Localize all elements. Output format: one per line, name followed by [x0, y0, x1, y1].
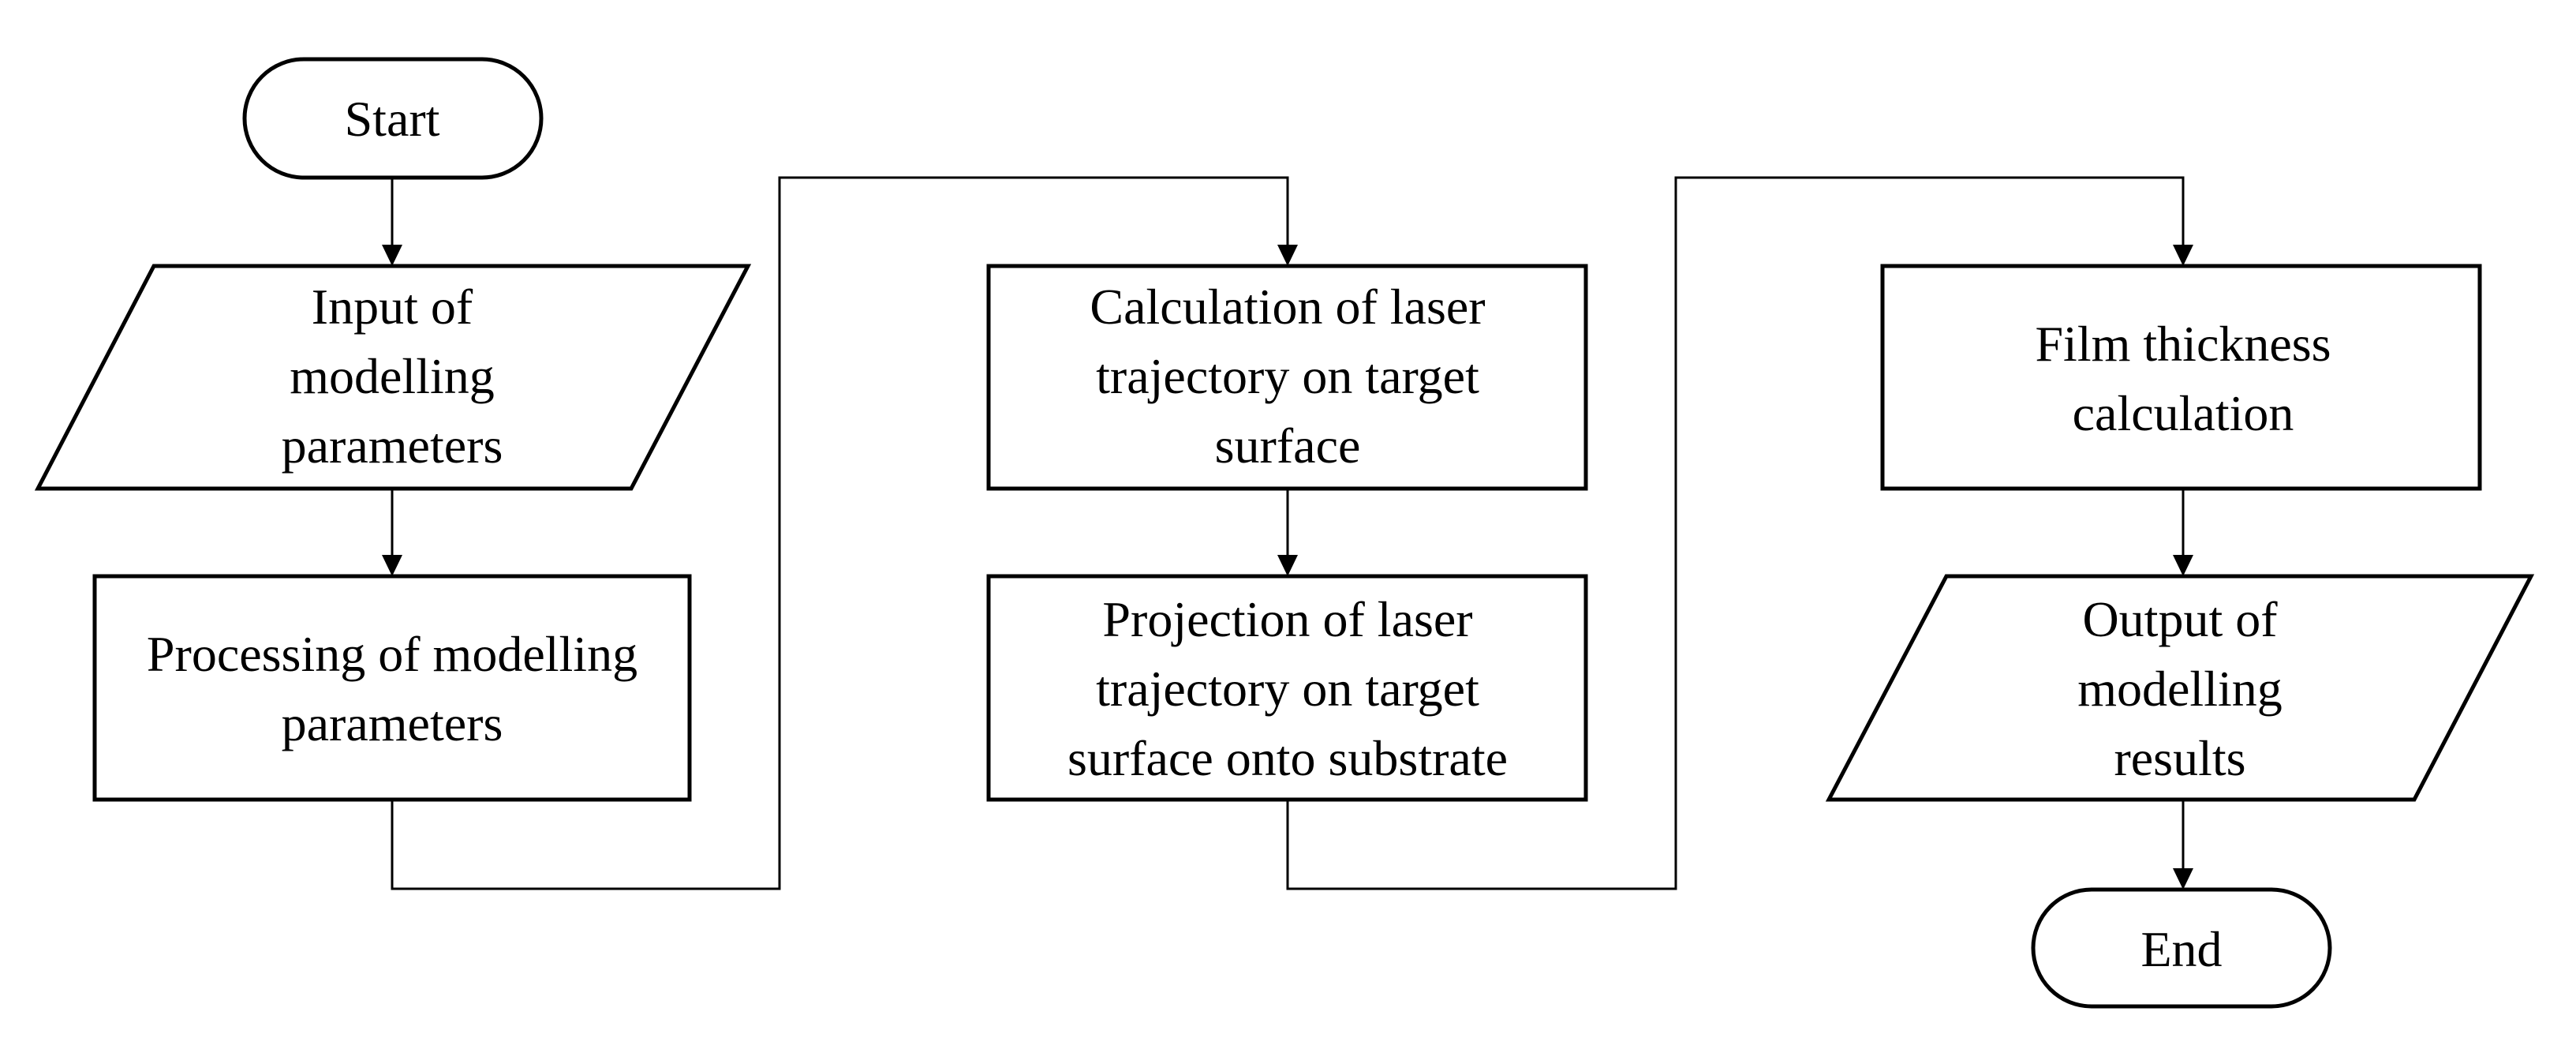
- output-results-shape: [1825, 574, 2535, 802]
- processing-label-line-2: parameters: [282, 695, 503, 751]
- film-thickness-shape: [1880, 264, 2482, 491]
- processing-box: Processing of modelling parameters: [92, 574, 692, 802]
- arrowhead: [2173, 245, 2193, 266]
- input-parameters-label-line-2: modelling: [290, 348, 495, 404]
- film-thickness-label-line-1: Film thickness: [2035, 316, 2331, 372]
- calculation-label-line-1: Calculation of laser: [1090, 279, 1485, 335]
- arrowhead: [1277, 245, 1298, 266]
- processing-shape: [92, 574, 692, 802]
- arrowhead: [382, 555, 402, 576]
- start-terminator: Start: [242, 57, 544, 180]
- arrowhead: [2173, 868, 2193, 890]
- input-parameters-label-line-3: parameters: [282, 418, 503, 474]
- output-results-label-line-2: modelling: [2077, 661, 2283, 717]
- film-thickness-label-line-2: calculation: [2073, 385, 2294, 441]
- calculation-box: Calculation of laser trajectory on targe…: [986, 264, 1588, 491]
- input-parameters-box: Input of modelling parameters: [34, 264, 752, 491]
- calculation-label-line-3: surface: [1215, 418, 1361, 474]
- output-results-label-line-1: Output of: [2082, 591, 2278, 647]
- end-terminator: End: [2031, 887, 2332, 1009]
- arrowhead: [1277, 555, 1298, 576]
- film-thickness-box: Film thickness calculation: [1880, 264, 2482, 491]
- end-shape: [2031, 887, 2332, 1009]
- output-results-box: Output of modelling results: [1825, 574, 2535, 802]
- connector-processing-to-calculation: [391, 176, 1289, 890]
- connectors: [382, 176, 2193, 890]
- start-label: Start: [345, 91, 440, 147]
- calculation-label-line-2: trajectory on target: [1096, 348, 1479, 404]
- processing-label-line-1: Processing of modelling: [147, 626, 637, 682]
- projection-label-line-1: Projection of laser: [1102, 591, 1472, 647]
- arrowhead: [382, 245, 402, 266]
- projection-label-line-2: trajectory on target: [1096, 661, 1479, 717]
- start-shape: [242, 57, 544, 180]
- projection-shape: [986, 574, 1588, 802]
- arrowhead: [2173, 555, 2193, 576]
- projection-label-line-3: surface onto substrate: [1067, 730, 1508, 786]
- projection-box: Projection of laser trajectory on target…: [986, 574, 1588, 802]
- output-results-label-line-3: results: [2114, 730, 2245, 786]
- calculation-shape: [986, 264, 1588, 491]
- connector-projection-to-film-thickness: [1286, 176, 2185, 890]
- end-label: End: [2140, 921, 2222, 977]
- input-parameters-shape: [34, 264, 752, 491]
- input-parameters-label-line-1: Input of: [312, 279, 473, 335]
